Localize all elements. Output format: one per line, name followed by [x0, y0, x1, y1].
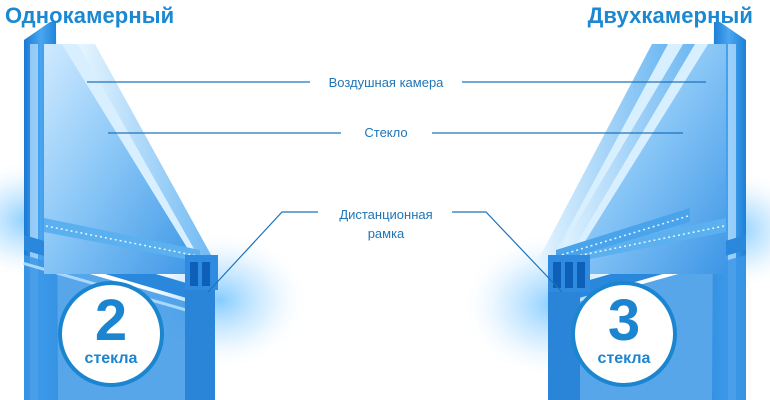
badge-left-word: стекла [84, 350, 138, 367]
label-air-chamber: Воздушная камера [328, 75, 444, 90]
left-spacer-dots [45, 225, 199, 257]
left-bead-slot-1 [190, 262, 198, 286]
leader-spacer-left [207, 211, 318, 293]
right-chamber-1 [562, 44, 708, 262]
left-outer-pane [44, 44, 196, 274]
label-spacer-line1: Дистанционная [339, 207, 433, 222]
right-inner-pane [535, 44, 668, 272]
badge-two-panes: 2 стекла [58, 281, 164, 387]
badge-left-number: 2 [94, 288, 128, 353]
badge-three-panes: 3 стекла [571, 281, 677, 387]
label-spacer-line2: рамка [367, 226, 405, 241]
right-bead-slot-1 [553, 262, 561, 288]
badge-right-word: стекла [597, 350, 651, 367]
title-single-chamber: Однокамерный [5, 3, 175, 28]
leader-lines [87, 81, 706, 293]
right-middle-pane [553, 44, 695, 268]
right-bead-slot-3 [577, 262, 585, 288]
left-glazing-bead [185, 255, 218, 290]
left-profile-foot [185, 290, 215, 400]
left-frame-highlight [30, 44, 38, 400]
label-glass: Стекло [364, 125, 408, 140]
left-bead-slot-2 [202, 262, 210, 286]
title-double-chamber: Двухкамерный [587, 3, 753, 28]
leader-spacer-right [452, 211, 563, 293]
right-spacer-2 [556, 208, 690, 262]
left-inner-pane [78, 44, 216, 270]
right-bead-slot-2 [565, 262, 573, 288]
left-chamber [62, 44, 206, 262]
right-spacer-dots-1 [576, 225, 725, 257]
left-spacer [44, 218, 200, 262]
label-spacer-frame: Дистанционная рамка [300, 205, 472, 243]
right-frame-highlight [728, 44, 736, 400]
right-spacer-1 [575, 218, 726, 262]
badge-right-number: 3 [607, 288, 641, 353]
